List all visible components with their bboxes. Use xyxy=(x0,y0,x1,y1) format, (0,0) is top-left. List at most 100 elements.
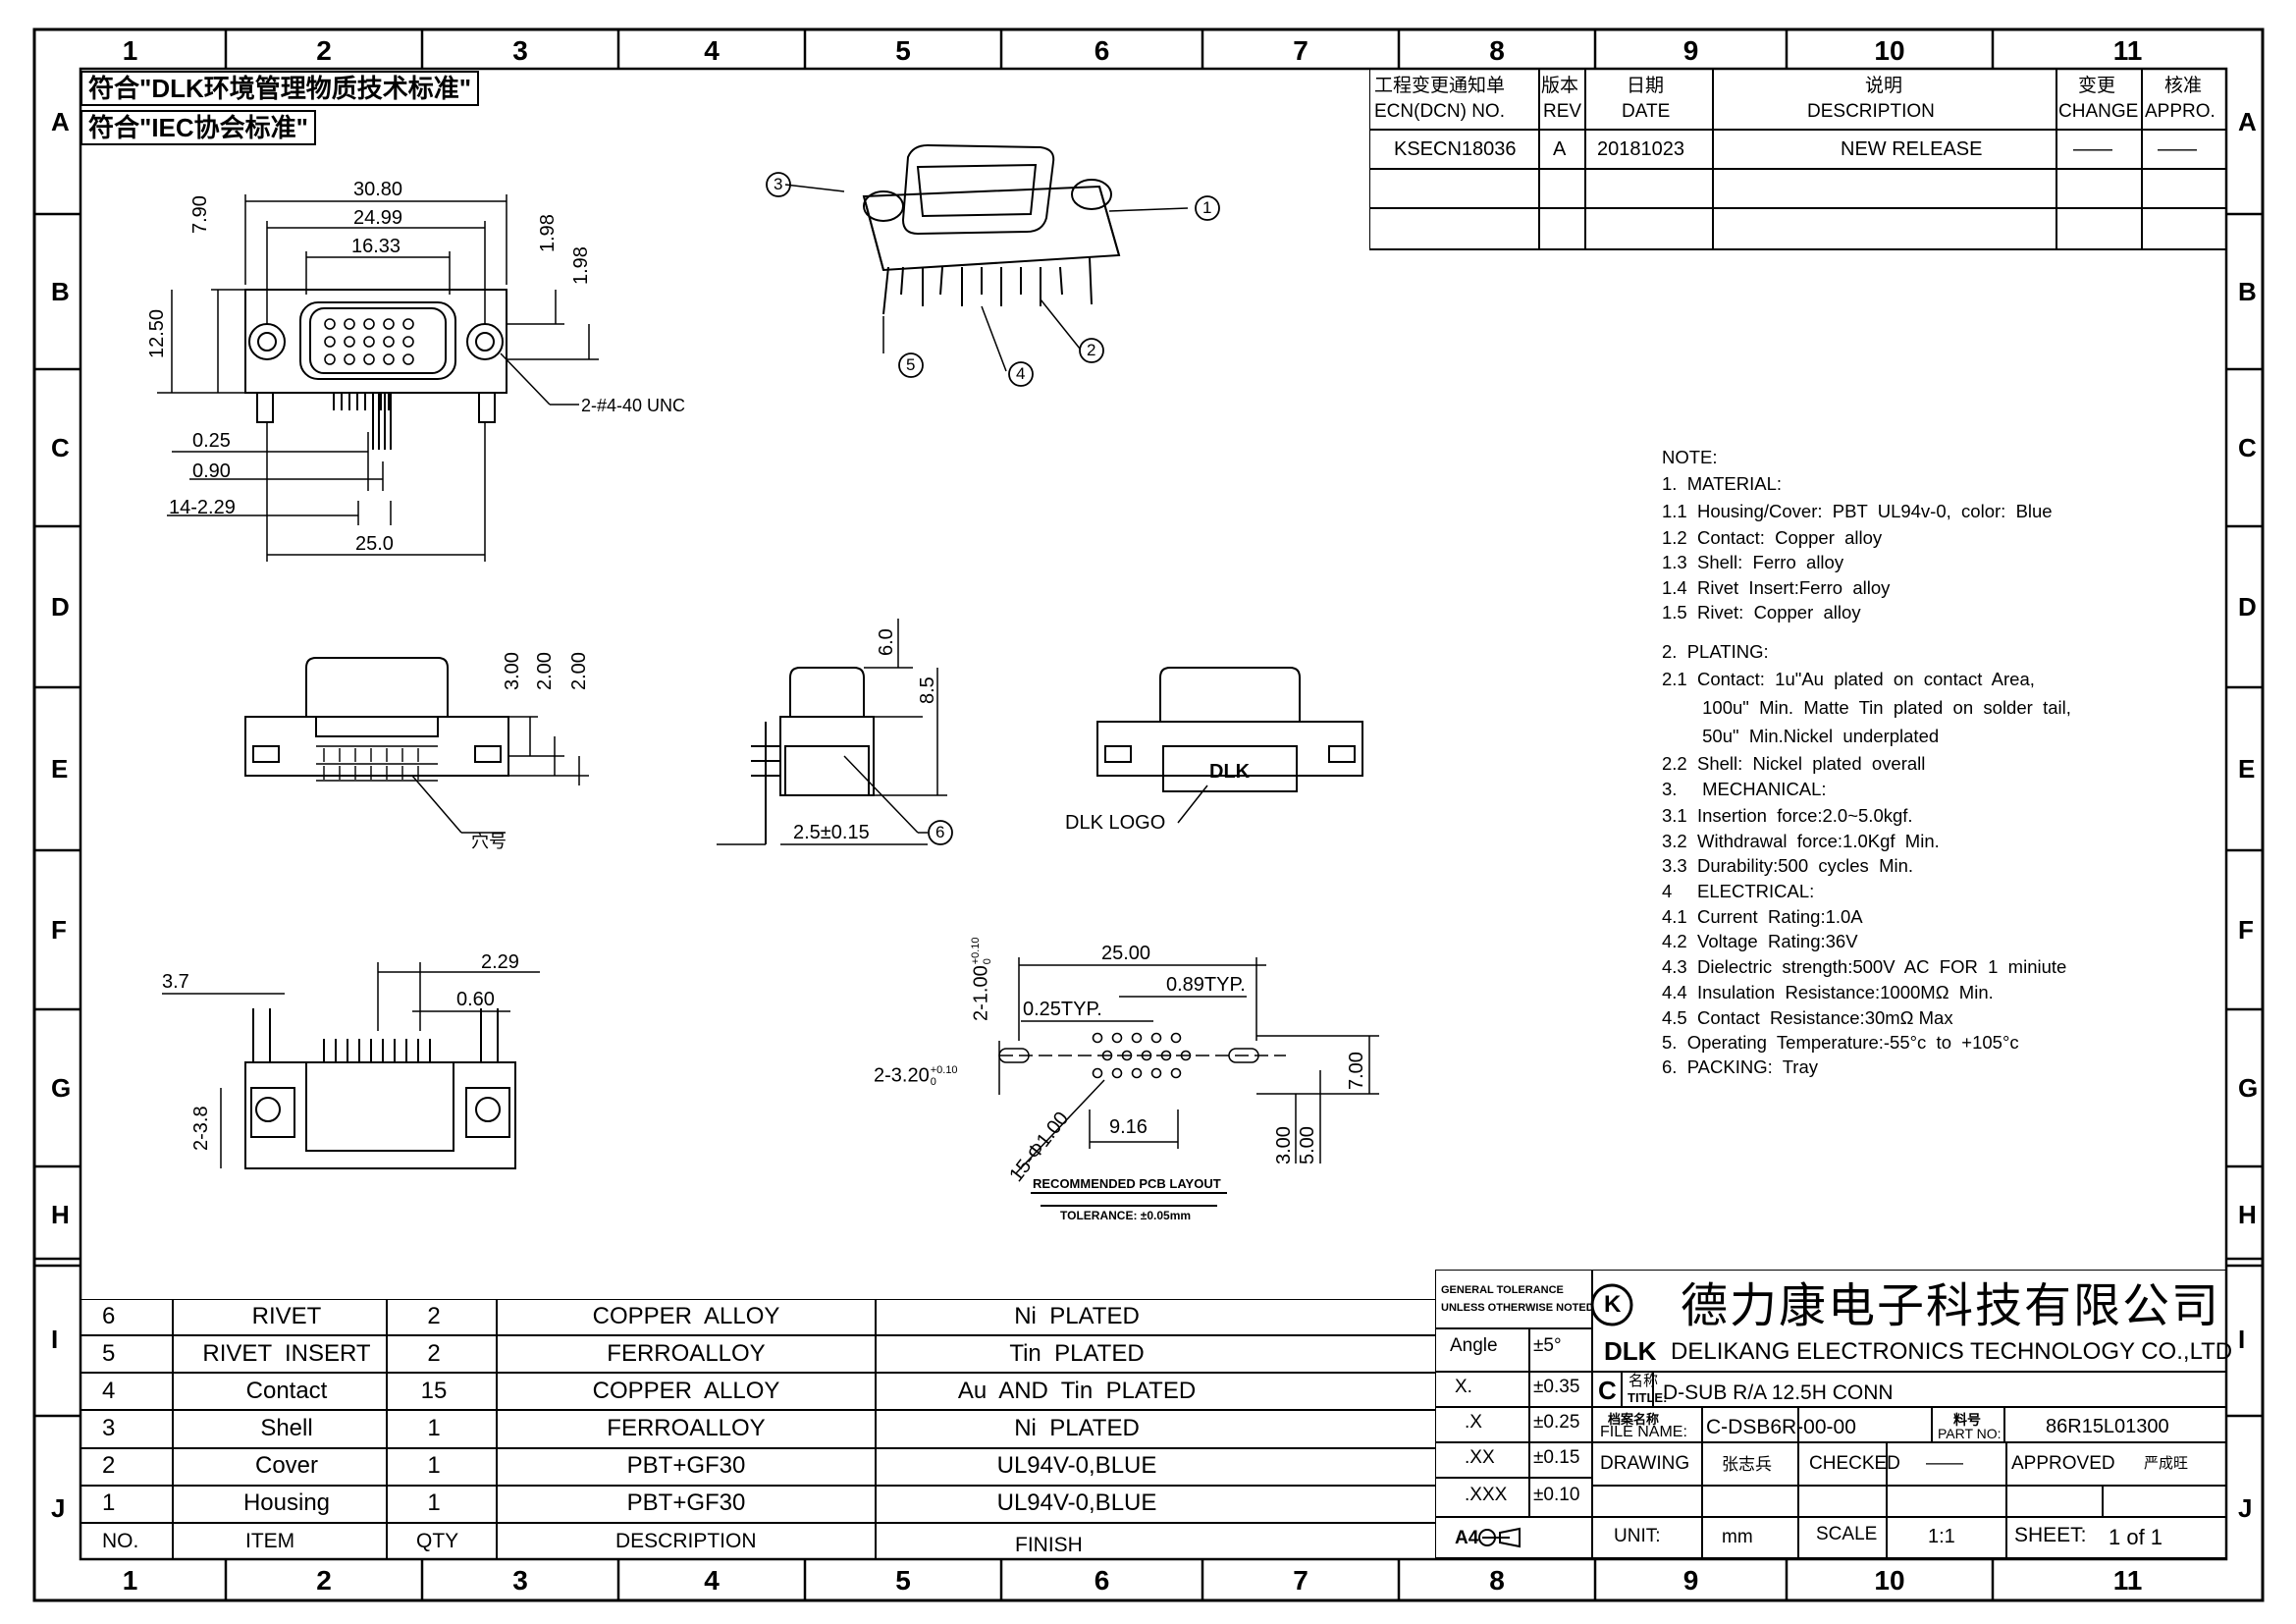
pcb-mount-size: 2-3.20 xyxy=(874,1064,930,1087)
column-label: 5 xyxy=(895,35,911,66)
dim-side-offset: 2.5±0.15 xyxy=(793,822,870,843)
file-label-en: FILE NAME: xyxy=(1600,1424,1687,1440)
part-number: 86R15L01300 xyxy=(2046,1416,2169,1437)
dim-bottom-side: 2-3.8 xyxy=(190,1106,212,1151)
row-label: G xyxy=(2238,1073,2259,1103)
row-label: H xyxy=(2238,1200,2257,1229)
front-view xyxy=(244,657,589,834)
dim-thread: 2-#4-40 UNC xyxy=(581,396,686,415)
unit-label: UNIT: xyxy=(1614,1526,1661,1546)
rev-header-appro-cn: 核准 xyxy=(2164,76,2203,96)
bom-cell-item: RIVET xyxy=(251,1303,322,1329)
sheet-label: SHEET: xyxy=(2014,1524,2087,1546)
unit-value: mm xyxy=(1722,1527,1753,1547)
dim-right-upper: 1.98 xyxy=(537,214,559,252)
pcb-typ-b: 0.25TYP. xyxy=(1023,999,1102,1020)
bom-cell-description: COPPER ALLOY xyxy=(592,1303,780,1329)
pcb-edge-a: 3.00 xyxy=(1273,1126,1295,1164)
column-label: 6 xyxy=(1094,35,1110,66)
column-label: 9 xyxy=(1682,35,1699,66)
row-label: I xyxy=(2238,1325,2246,1354)
row-label: A xyxy=(51,107,70,136)
note-line: 4.4 Insulation Resistance:1000MΩ Min. xyxy=(1662,982,1994,1002)
note-line: 3.2 Withdrawal force:1.0Kgf Min. xyxy=(1662,831,1940,851)
note-line: 6. PACKING: Tray xyxy=(1662,1056,1819,1077)
row-label: B xyxy=(2238,277,2257,306)
note-line: 2.2 Shell: Nickel plated overall xyxy=(1662,753,1926,774)
bom-cell-item: RIVET INSERT xyxy=(202,1340,371,1367)
column-label: 11 xyxy=(2112,35,2143,66)
dlk-standard-stamp: 符合"DLK环境管理物质技术标准" xyxy=(80,71,480,106)
bom-header-finish: FINISH xyxy=(1015,1534,1083,1556)
bom-cell-description: FERROALLOY xyxy=(607,1415,766,1441)
note-line: 4.2 Voltage Rating:36V xyxy=(1662,931,1858,951)
bom-cell-qty: 2 xyxy=(427,1303,441,1329)
note-line: NOTE: xyxy=(1662,447,1718,467)
rev-header-change-cn: 变更 xyxy=(2078,76,2116,96)
checked-by: —— xyxy=(1926,1453,1963,1474)
row-label: C xyxy=(51,433,70,462)
row-label: G xyxy=(51,1073,72,1103)
rev-header-date-cn: 日期 xyxy=(1627,76,1665,96)
general-tolerance-subtitle: UNLESS OTHERWISE NOTED xyxy=(1441,1302,1594,1314)
bom-cell-description: FERROALLOY xyxy=(607,1340,766,1367)
bom-cell-no: 5 xyxy=(102,1340,116,1367)
company-name-en: DELIKANG ELECTRONICS TECHNOLOGY CO.,LTD xyxy=(1671,1338,2233,1365)
drawing-label: DRAWING xyxy=(1600,1453,1690,1474)
column-label: 4 xyxy=(704,1565,720,1596)
column-label: 2 xyxy=(316,35,332,66)
dim-bottom-left: 3.7 xyxy=(162,971,189,993)
dim-side-top: 6.0 xyxy=(876,628,897,656)
column-label: 3 xyxy=(512,35,528,66)
balloon-4: 4 xyxy=(1016,364,1026,383)
pcb-edge-b: 5.00 xyxy=(1297,1126,1318,1164)
pcb-caption: RECOMMENDED PCB LAYOUT xyxy=(1033,1176,1221,1191)
dim-pitch-width: 24.99 xyxy=(353,207,403,229)
column-label: 10 xyxy=(1874,35,1905,66)
pcb-span: 25.00 xyxy=(1101,943,1151,964)
bom-header-no: NO. xyxy=(102,1530,139,1552)
note-line: 1.2 Contact: Copper alloy xyxy=(1662,527,1883,548)
note-line: 3. MECHANICAL: xyxy=(1662,779,1827,799)
column-label: 6 xyxy=(1094,1565,1110,1596)
dim-shell-width: 16.33 xyxy=(351,236,401,257)
rev-header-ecn-en: ECN(DCN) NO. xyxy=(1374,101,1505,122)
column-label: 11 xyxy=(2112,1565,2143,1596)
note-line: 1.4 Rivet Insert:Ferro alloy xyxy=(1662,577,1891,598)
part-label-cn: 料号 xyxy=(1953,1412,1981,1428)
pcb-tolerance: TOLERANCE: ±0.05mm xyxy=(1060,1209,1192,1222)
rev-header-change-en: CHANGE xyxy=(2058,101,2139,122)
note-line: 3.1 Insertion force:2.0~5.0kgf. xyxy=(1662,805,1913,826)
logo-view xyxy=(1096,667,1363,824)
column-label: 5 xyxy=(895,1565,911,1596)
title-block: GENERAL TOLERANCE UNLESS OTHERWISE NOTED… xyxy=(1435,1270,2232,1559)
hole-number-label: 穴号 xyxy=(471,832,507,851)
rev-row-change: —— xyxy=(2073,138,2112,160)
pcb-slot-size: 2-1.00 xyxy=(970,965,992,1021)
row-label: I xyxy=(51,1325,59,1354)
column-label: 3 xyxy=(512,1565,528,1596)
bom-cell-finish: Ni PLATED xyxy=(1014,1415,1140,1441)
company-logo-symbol: K xyxy=(1604,1291,1622,1318)
note-line: 4 ELECTRICAL: xyxy=(1662,881,1815,901)
column-label: 4 xyxy=(704,35,720,66)
dim-side-total: 8.5 xyxy=(917,677,938,704)
bom-cell-qty: 1 xyxy=(427,1489,441,1516)
rev-header-desc-en: DESCRIPTION xyxy=(1807,101,1935,122)
rev-row-date: 20181023 xyxy=(1597,138,1684,160)
dim-tail-span: 25.0 xyxy=(355,533,394,555)
pcb-mount-tolerance-upper: +0.10 xyxy=(930,1064,958,1076)
pcb-slot-tolerance-upper: +0.10 xyxy=(970,937,982,965)
approved-by: 严成旺 xyxy=(2144,1455,2189,1472)
pcb-height: 7.00 xyxy=(1346,1052,1367,1090)
dim-pin-a: 0.25 xyxy=(192,430,231,452)
row-label: J xyxy=(51,1493,66,1523)
note-line: 3.3 Durability:500 cycles Min. xyxy=(1662,855,1914,876)
bom-cell-no: 4 xyxy=(102,1378,116,1404)
file-label-cn: 档案名称 xyxy=(1608,1412,1660,1427)
tolerance-value: ±0.10 xyxy=(1533,1485,1580,1505)
drawing-by: 张志兵 xyxy=(1722,1455,1772,1474)
bom-header-description: DESCRIPTION xyxy=(615,1530,757,1552)
